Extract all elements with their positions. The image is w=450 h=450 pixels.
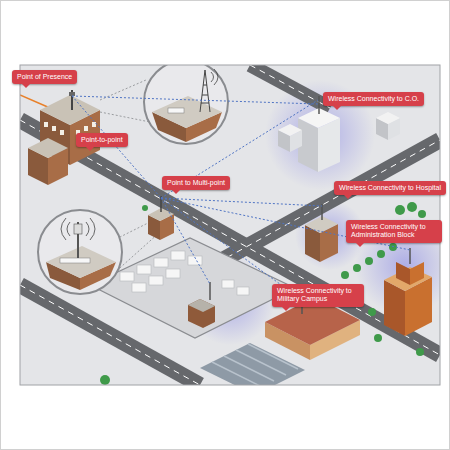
container — [132, 283, 146, 292]
container — [149, 276, 163, 285]
radio-unit — [60, 258, 90, 263]
map-frame — [20, 65, 440, 385]
callout-text: Point to Multi-point — [167, 179, 225, 187]
tree — [395, 205, 405, 215]
hangar — [200, 343, 305, 385]
pop-building-roof — [40, 95, 100, 125]
callout-text: Wireless Connectivity to Administration … — [351, 223, 437, 240]
callout-text: Point of Presence — [17, 73, 72, 81]
container — [120, 272, 134, 281]
zoom-roof — [152, 96, 222, 128]
tree — [416, 348, 424, 356]
hangar-ribs — [212, 344, 298, 385]
window — [44, 122, 48, 127]
callout-label: Point of Presence — [12, 70, 77, 84]
callout-label: Point-to-point — [76, 133, 128, 147]
signal-waves — [211, 69, 218, 85]
signal-waves — [61, 218, 95, 240]
tree — [368, 308, 376, 316]
wireless-links — [72, 96, 410, 300]
tree — [341, 271, 349, 279]
tree — [365, 257, 373, 265]
window — [52, 126, 56, 131]
wireless-link — [72, 96, 161, 198]
hospital-tower — [396, 262, 410, 285]
fiber-line — [20, 95, 50, 108]
tree — [377, 250, 385, 258]
tree — [374, 334, 382, 342]
callout-text: Wireless Connectivity to Military Campus — [277, 287, 359, 304]
container — [237, 287, 249, 295]
magnifier — [38, 210, 122, 294]
zoom-roof — [46, 246, 116, 278]
radio-unit — [168, 108, 184, 113]
hospital-tower — [410, 262, 424, 285]
tree — [389, 243, 397, 251]
callout-text: Wireless Connectivity to C.O. — [328, 95, 419, 103]
container — [154, 258, 168, 267]
sector-antenna — [74, 224, 82, 234]
callout-text: Wireless Connectivity to Hospital — [339, 184, 441, 192]
tree — [100, 375, 110, 385]
compound-building — [188, 299, 215, 328]
magnifier — [144, 65, 228, 144]
antenna-mast — [209, 282, 211, 300]
window — [92, 122, 96, 127]
callout-label: Wireless Connectivity to Administration … — [346, 220, 442, 243]
tree — [353, 264, 361, 272]
callout-text: Point-to-point — [81, 136, 123, 144]
pop-antenna — [69, 92, 75, 96]
callout-label: Point to Multi-point — [162, 176, 230, 190]
house-roof — [278, 124, 302, 136]
map-area — [20, 65, 440, 385]
containers — [120, 251, 249, 295]
container — [222, 280, 234, 288]
wireless-link — [161, 100, 318, 198]
container — [171, 251, 185, 260]
callout-label: Wireless Connectivity to Military Campus — [272, 284, 364, 307]
road — [250, 65, 330, 108]
zoom-line — [100, 80, 150, 122]
lattice-tower — [200, 70, 210, 112]
wireless-link — [161, 198, 210, 284]
co-mast — [318, 96, 320, 114]
window — [60, 130, 64, 135]
callout-label: Wireless Connectivity to Hospital — [334, 181, 446, 195]
container — [137, 265, 151, 274]
compound-roof — [188, 299, 215, 312]
road-marking — [250, 65, 330, 108]
tree — [142, 205, 148, 211]
tree — [407, 202, 417, 212]
tree — [418, 210, 426, 218]
ground — [20, 65, 440, 385]
container — [166, 269, 180, 278]
pop-annex-roof — [28, 138, 68, 158]
house-roof — [376, 112, 400, 124]
callout-label: Wireless Connectivity to C.O. — [323, 92, 424, 106]
window — [84, 126, 88, 131]
wireless-link — [161, 198, 322, 206]
wireless-link — [72, 96, 318, 104]
